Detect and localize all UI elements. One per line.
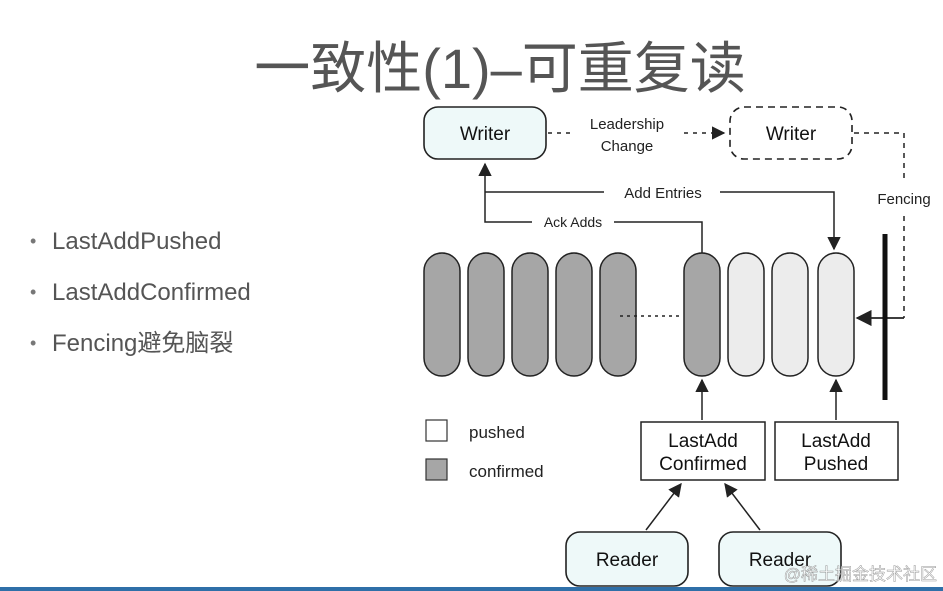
bullet-text: LastAddConfirmed bbox=[52, 279, 251, 306]
bullet-dot-icon: • bbox=[30, 282, 37, 302]
entry-confirmed bbox=[423, 252, 461, 377]
bottom-accent-bar bbox=[0, 587, 943, 591]
entry-pushed bbox=[771, 252, 809, 377]
ack-adds-label: Ack Adds bbox=[544, 214, 602, 230]
legend-confirmed-swatch bbox=[425, 458, 448, 481]
reader-node-right bbox=[718, 531, 842, 587]
ack-adds-arrow bbox=[478, 162, 532, 223]
writer-label-right: Writer bbox=[766, 124, 817, 145]
bullet-text: LastAddPushed bbox=[52, 228, 222, 255]
leadership-change-label-2: Change bbox=[601, 138, 654, 155]
entry-confirmed bbox=[467, 252, 505, 377]
entry-pushed bbox=[817, 252, 855, 377]
bullet-list: • LastAddPushed • LastAddConfirmed • Fencin… bbox=[30, 228, 251, 381]
last-add-confirmed-label-1: LastAdd bbox=[668, 431, 738, 452]
writer-node-left bbox=[423, 106, 547, 160]
reader-label-right: Reader bbox=[749, 550, 812, 571]
add-entries-arrow bbox=[720, 191, 841, 251]
ledger-entries bbox=[423, 252, 855, 377]
legend-confirmed-label: confirmed bbox=[469, 462, 544, 481]
bullet-text: Fencing避免脑裂 bbox=[52, 330, 234, 357]
bullet-item: • Fencing避免脑裂 bbox=[30, 330, 251, 357]
legend-pushed-swatch bbox=[425, 419, 448, 442]
watermark: @稀土掘金技术社区 bbox=[784, 565, 937, 584]
bullet-item: • LastAddConfirmed bbox=[30, 279, 251, 306]
last-add-pushed-label-1: LastAdd bbox=[801, 431, 871, 452]
bullet-dot-icon: • bbox=[30, 333, 37, 353]
entry-confirmed bbox=[555, 252, 593, 377]
ack-adds-path-right bbox=[614, 221, 703, 253]
writer-label-left: Writer bbox=[460, 124, 511, 145]
bullet-dot-icon: • bbox=[30, 231, 37, 251]
entry-pushed bbox=[727, 252, 765, 377]
entry-confirmed bbox=[683, 252, 721, 377]
fencing-path-top bbox=[854, 132, 905, 182]
fencing-label: Fencing bbox=[877, 191, 930, 208]
add-entries-label: Add Entries bbox=[624, 185, 702, 202]
leadership-change-label-1: Leadership bbox=[590, 116, 664, 133]
last-add-pushed-box bbox=[774, 421, 899, 481]
reader-left-arrow bbox=[645, 482, 682, 531]
bullet-item: • LastAddPushed bbox=[30, 228, 251, 255]
entry-confirmed bbox=[511, 252, 549, 377]
writer-node-right bbox=[729, 106, 853, 160]
reader-node-left bbox=[565, 531, 689, 587]
reader-label-left: Reader bbox=[596, 550, 659, 571]
reader-right-arrow bbox=[724, 482, 761, 531]
legend-pushed-label: pushed bbox=[469, 423, 525, 442]
entry-confirmed bbox=[599, 252, 637, 377]
slide-title: 一致性(1)–可重复读 bbox=[254, 37, 746, 100]
last-add-confirmed-box bbox=[640, 421, 766, 481]
last-add-confirmed-label-2: Confirmed bbox=[659, 454, 747, 475]
last-add-pushed-label-2: Pushed bbox=[804, 454, 868, 475]
